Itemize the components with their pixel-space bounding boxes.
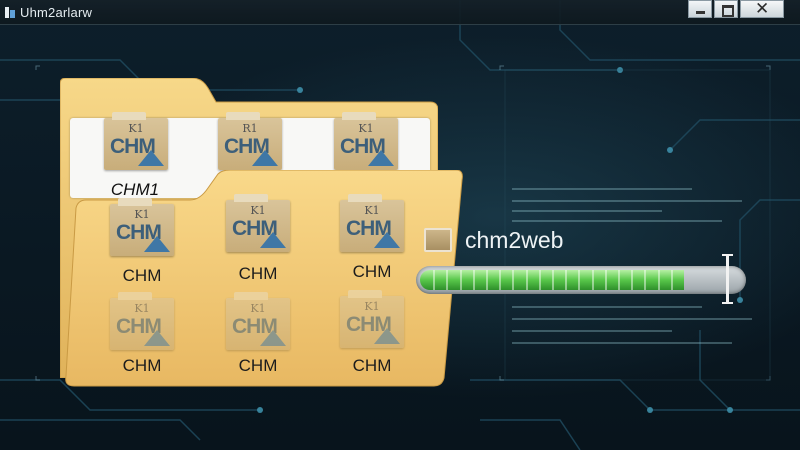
file-letter: K1: [134, 302, 150, 315]
house-icon: [144, 236, 170, 252]
house-icon: [368, 150, 394, 166]
chm-file-icon: K1 CHM: [226, 292, 290, 350]
progress-segment-divider: [460, 270, 462, 290]
file-letter: K1: [250, 204, 266, 217]
code-line: [512, 306, 702, 308]
progress-segment-divider: [526, 270, 528, 290]
progress-segment-divider: [433, 270, 435, 290]
file-caption: CHM: [238, 264, 278, 283]
progress-segment-divider: [539, 270, 541, 290]
file-caption: CHM: [352, 262, 392, 281]
file-letter: K1: [358, 122, 374, 135]
progress-segment-divider: [578, 270, 580, 290]
chm-file-icon: K1 CHM: [334, 112, 398, 170]
app-icon: [5, 7, 15, 18]
file-letter: K1: [128, 122, 144, 135]
chm-file-tile[interactable]: R1 CHM: [214, 112, 286, 174]
code-line: [512, 200, 742, 202]
chm-file-tile[interactable]: K1 CHM: [222, 292, 294, 354]
house-icon: [138, 150, 164, 166]
file-caption: CHM1: [110, 180, 160, 199]
maximize-icon: [722, 5, 734, 17]
chm-file-tile[interactable]: K1 CHM: [336, 194, 408, 256]
progress-segment-divider: [512, 270, 514, 290]
progress-segment-divider: [644, 270, 646, 290]
code-line: [512, 318, 752, 320]
file-letter: K1: [364, 300, 380, 313]
progress-segment-divider: [592, 270, 594, 290]
progress-segment-divider: [658, 270, 660, 290]
progress-segment-divider: [499, 270, 501, 290]
code-line: [512, 210, 662, 212]
chm-file-tile[interactable]: K1 CHM: [100, 112, 172, 174]
file-letter: K1: [364, 204, 380, 217]
file-letter: R1: [242, 122, 258, 135]
progress-segment-divider: [446, 270, 448, 290]
progress-fill: [420, 270, 684, 290]
title-bar: Uhm2arlarw: [0, 0, 800, 25]
progress-end-marker: [722, 254, 733, 304]
minimize-icon: [696, 11, 705, 14]
app-name-label: chm2web: [465, 227, 564, 253]
chm-file-icon: K1 CHM: [340, 194, 404, 252]
chm-file-icon: K1 CHM: [110, 198, 174, 256]
progress-segment-divider: [565, 270, 567, 290]
chm-file-icon: K1 CHM: [110, 292, 174, 350]
progress-segment-divider: [552, 270, 554, 290]
maximize-button[interactable]: [714, 0, 738, 18]
progress-segment-divider: [671, 270, 673, 290]
house-icon: [374, 328, 400, 344]
chm-file-tile[interactable]: K1 CHM: [330, 112, 402, 174]
progress-segment-divider: [486, 270, 488, 290]
house-icon: [144, 330, 170, 346]
minimize-button[interactable]: [688, 0, 712, 18]
file-caption: CHM: [238, 356, 278, 375]
close-button[interactable]: ✕: [740, 0, 784, 19]
file-caption: CHM: [122, 356, 162, 375]
house-icon: [260, 232, 286, 248]
window-title: Uhm2arlarw: [20, 5, 93, 20]
chm-file-icon: K1 CHM: [340, 290, 404, 348]
chm-file-icon: K1 CHM: [226, 194, 290, 252]
progress-segment-divider: [473, 270, 475, 290]
code-line: [512, 188, 692, 190]
house-icon: [260, 330, 286, 346]
chm-file-tile[interactable]: K1 CHM: [222, 194, 294, 256]
code-line: [512, 220, 722, 222]
file-caption: CHM: [122, 266, 162, 285]
folder-icon: [424, 228, 452, 252]
house-icon: [374, 232, 400, 248]
progress-segment-divider: [618, 270, 620, 290]
house-icon: [252, 150, 278, 166]
progress-segment-divider: [605, 270, 607, 290]
file-letter: K1: [250, 302, 266, 315]
chm-file-icon: R1 CHM: [218, 112, 282, 170]
chm-file-tile[interactable]: K1 CHM: [106, 292, 178, 354]
code-line: [512, 330, 672, 332]
progress-bar: [416, 266, 746, 294]
file-letter: K1: [134, 208, 150, 221]
file-caption: CHM: [352, 356, 392, 375]
chm-file-tile[interactable]: K1 CHM: [336, 290, 408, 352]
progress-segment-divider: [631, 270, 633, 290]
code-line: [512, 342, 732, 344]
chm-file-tile[interactable]: K1 CHM: [106, 198, 178, 260]
chm-file-icon: K1 CHM: [104, 112, 168, 170]
close-icon: ✕: [755, 0, 770, 19]
